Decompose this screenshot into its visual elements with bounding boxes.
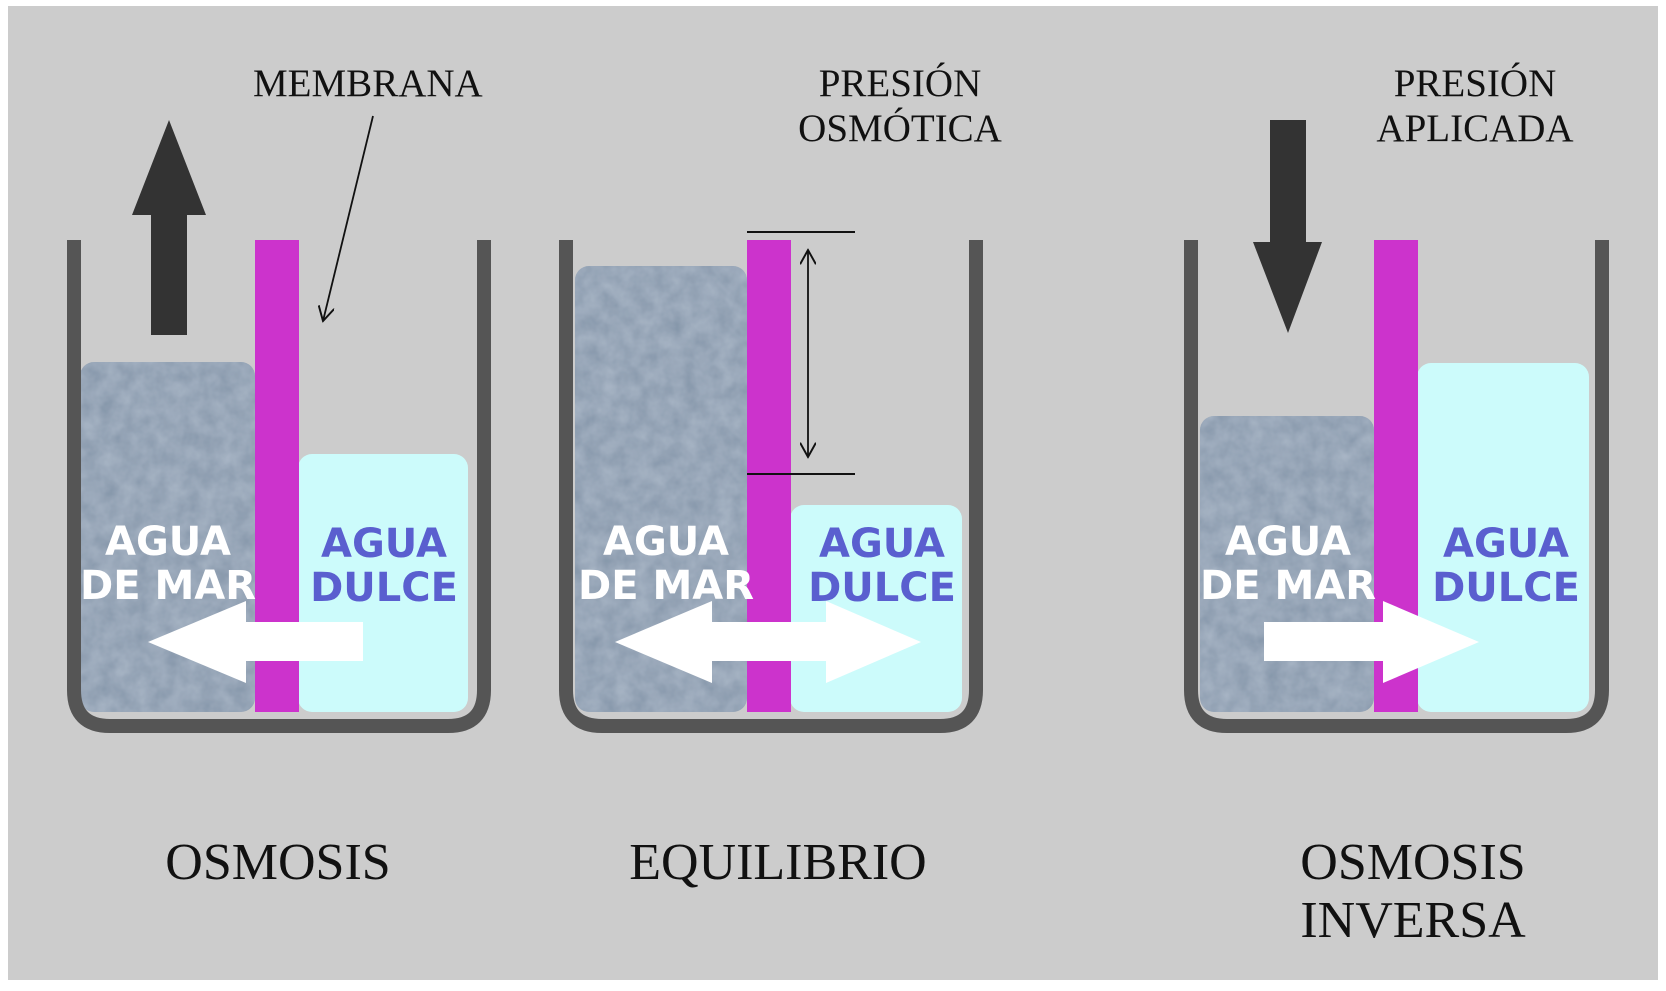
- container-outline: [559, 240, 983, 733]
- panel-title-line2: INVERSA: [1300, 892, 1526, 949]
- freshwater-label-line1: AGUA: [819, 521, 945, 567]
- freshwater-label-line2: DULCE: [808, 565, 956, 611]
- freshwater-label-line2: DULCE: [1432, 565, 1580, 611]
- seawater-label-line1: AGUA: [105, 519, 231, 565]
- panel-title: OSMOSIS: [165, 834, 390, 891]
- panel-osmosis: AGUA DE MAR AGUA DULCE MEMBRANA OSMOSIS: [67, 62, 491, 891]
- seawater-region: [575, 266, 747, 712]
- osmotic-pressure-label-line2: OSMÓTICA: [798, 106, 1002, 150]
- freshwater-label-line2: DULCE: [310, 565, 458, 611]
- container-outline: [67, 240, 491, 733]
- panel-equilibrium: AGUA DE MAR AGUA DULCE PRESIÓN OSMÓTICA …: [559, 61, 1002, 891]
- flow-arrow-right-icon: [1264, 601, 1479, 683]
- flow-arrow-left-icon: [148, 601, 363, 683]
- seawater-label-line2: DE MAR: [1200, 563, 1376, 609]
- freshwater-label-line1: AGUA: [321, 521, 447, 567]
- freshwater-region: [1417, 363, 1589, 712]
- applied-pressure-label-line2: APLICADA: [1376, 107, 1573, 150]
- panel-title-line1: OSMOSIS: [1300, 834, 1525, 891]
- applied-pressure-arrow-icon: [1253, 120, 1322, 333]
- membrane-pointer-icon: [323, 115, 374, 321]
- panel-title: EQUILIBRIO: [629, 834, 927, 891]
- flow-arrow-both-icon: [615, 601, 921, 683]
- seawater-label-line2: DE MAR: [578, 563, 754, 609]
- applied-pressure-label-line1: PRESIÓN: [1394, 61, 1557, 105]
- freshwater-label-line1: AGUA: [1443, 521, 1569, 567]
- seawater-label-line1: AGUA: [603, 519, 729, 565]
- osmotic-pressure-label-line1: PRESIÓN: [819, 61, 982, 105]
- panel-reverse-osmosis: AGUA DE MAR AGUA DULCE PRESIÓN APLICADA …: [1184, 61, 1609, 949]
- membrane-label: MEMBRANA: [253, 62, 483, 105]
- container-outline: [1184, 240, 1609, 733]
- seawater-label-line2: DE MAR: [80, 563, 256, 609]
- rising-level-arrow-icon: [132, 120, 206, 335]
- seawater-label-line1: AGUA: [1225, 519, 1351, 565]
